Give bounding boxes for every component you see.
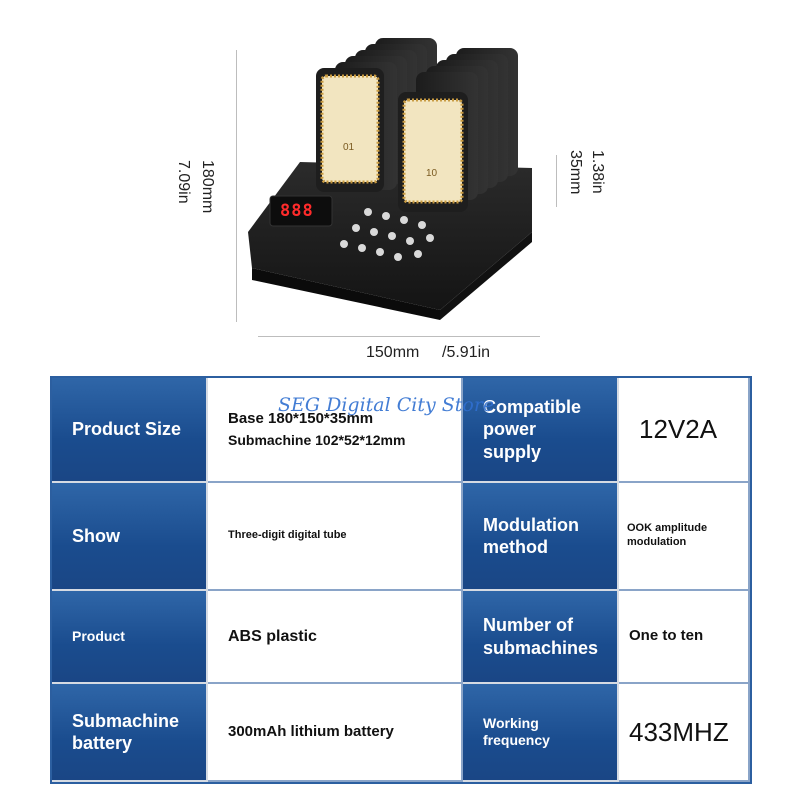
label-submachine-battery: Submachine battery [52, 684, 208, 782]
value-power-supply: 12V2A [619, 378, 750, 483]
value-modulation-method: OOK amplitude modulation [619, 483, 750, 591]
label-working-frequency: Working frequency [463, 684, 619, 782]
product-illustration: 180mm 7.09in 1.38in 35mm 150mm /5.91in [0, 0, 800, 370]
width-mm-label: 150mm [366, 344, 420, 361]
value-submachine-size: Submachine 102*52*12mm [228, 432, 406, 449]
value-product-size: Base 180*150*35mm Submachine 102*52*12mm [208, 378, 463, 483]
label-product-size: Product Size [52, 378, 208, 483]
keypad [340, 208, 434, 261]
depth-dimension-line [556, 155, 557, 207]
value-number-of-submachines: One to ten [619, 591, 750, 684]
right-pager-stack [398, 48, 518, 212]
base-led-display: 888 [280, 201, 314, 221]
value-product-material: ABS plastic [208, 591, 463, 684]
label-compatible-power-supply: Compatible power supply [463, 378, 619, 483]
label-number-of-submachines: Number of submachines [463, 591, 619, 684]
value-show: Three-digit digital tube [208, 483, 463, 591]
label-modulation-method: Modulation method [463, 483, 619, 591]
value-base-size: Base 180*150*35mm [228, 409, 374, 427]
left-pager-number: 01 [343, 142, 355, 153]
pager-system-drawing [248, 38, 532, 320]
width-dimension-line [258, 336, 540, 337]
width-in-label: /5.91in [442, 344, 491, 361]
value-submachine-battery: 300mAh lithium battery [208, 684, 463, 782]
label-show: Show [52, 483, 208, 591]
value-working-frequency: 433MHZ [619, 684, 750, 782]
right-pager-number: 10 [426, 168, 438, 179]
label-product: Product [52, 591, 208, 684]
spec-table: Product Size Base 180*150*35mm Submachin… [50, 376, 752, 784]
height-dimension-line [236, 50, 237, 322]
